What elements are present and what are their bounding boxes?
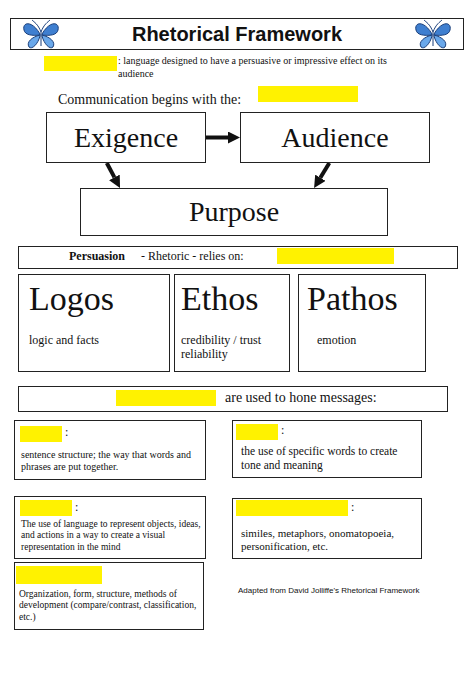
blank-highlight [116, 390, 216, 406]
heading-band: Persuasion- Rhetoric - relies on: [18, 246, 458, 269]
node-heading: Purpose [81, 195, 387, 229]
node-heading: Pathos [307, 279, 421, 320]
node-heading: Exigence [47, 121, 205, 155]
body [424, 20, 442, 46]
node-body: sentence structure; the way that words a… [21, 449, 201, 473]
node-heading: Audience [241, 121, 429, 155]
flow-arrow [107, 163, 115, 177]
heading-band: are used to hone messages: [18, 386, 448, 412]
node-body: The use of language to represent objects… [21, 519, 201, 553]
node-body: credibility / trust reliability [181, 333, 285, 362]
blank-highlight [44, 56, 117, 71]
node-body: - Rhetoric - relies on: [141, 249, 453, 263]
title-banner: Rhetorical Framework [10, 18, 464, 50]
prompt-text: Communication begins with the: [58, 91, 258, 109]
node-body: : [65, 425, 201, 439]
butterfly-icon [416, 20, 451, 48]
node-heading: Ethos [181, 279, 285, 320]
blank-highlight [20, 500, 72, 516]
butterfly-icon [24, 20, 59, 48]
flow-arrow [320, 163, 329, 178]
device-box: : the use of specific words to create ton… [232, 420, 422, 478]
blank-highlight [20, 426, 62, 442]
blank-highlight [236, 500, 348, 516]
node-body: emotion [317, 333, 421, 347]
node-body: : [351, 500, 417, 514]
blank-highlight [277, 248, 394, 264]
appeal-box: Ethos credibility / trust reliability [174, 274, 290, 372]
blank-highlight [258, 86, 358, 102]
node-body: the use of specific words to create tone… [241, 445, 417, 473]
definition-text: : language designed to have a persuasive… [118, 55, 418, 80]
body [32, 20, 50, 46]
concept-box: Purpose [80, 188, 388, 236]
appeal-box: Pathos emotion [298, 274, 426, 372]
device-box: Organization, form, structure, methods o… [14, 562, 204, 630]
flow-arrow [206, 136, 228, 140]
wing [420, 35, 432, 48]
credit-note: Adapted from David Jolliffe's Rhetorical… [238, 586, 464, 596]
concept-box: Exigence [46, 112, 206, 163]
node-heading: are used to hone messages: [225, 390, 443, 407]
blank-highlight [236, 424, 278, 440]
node-heading: Organization, form, structure, methods o… [19, 589, 199, 623]
device-box: : The use of language to represent object… [14, 496, 206, 559]
node-body: logic and facts [29, 333, 165, 347]
wing [42, 35, 54, 48]
node-body: : [281, 423, 417, 437]
appeal-box: Logos logic and facts [18, 274, 170, 372]
device-box: : sentence structure; the way that words … [14, 420, 206, 480]
device-box: : similes, metaphors, onomatopoeia, perso… [232, 498, 422, 559]
node-heading: Logos [29, 279, 165, 320]
node-body: similes, metaphors, onomatopoeia, person… [241, 527, 417, 553]
concept-box: Audience [240, 112, 430, 163]
node-body: : [75, 500, 201, 514]
wing [28, 35, 40, 48]
node-heading: Persuasion [69, 249, 453, 263]
blank-highlight [16, 566, 102, 584]
wing [434, 35, 446, 48]
